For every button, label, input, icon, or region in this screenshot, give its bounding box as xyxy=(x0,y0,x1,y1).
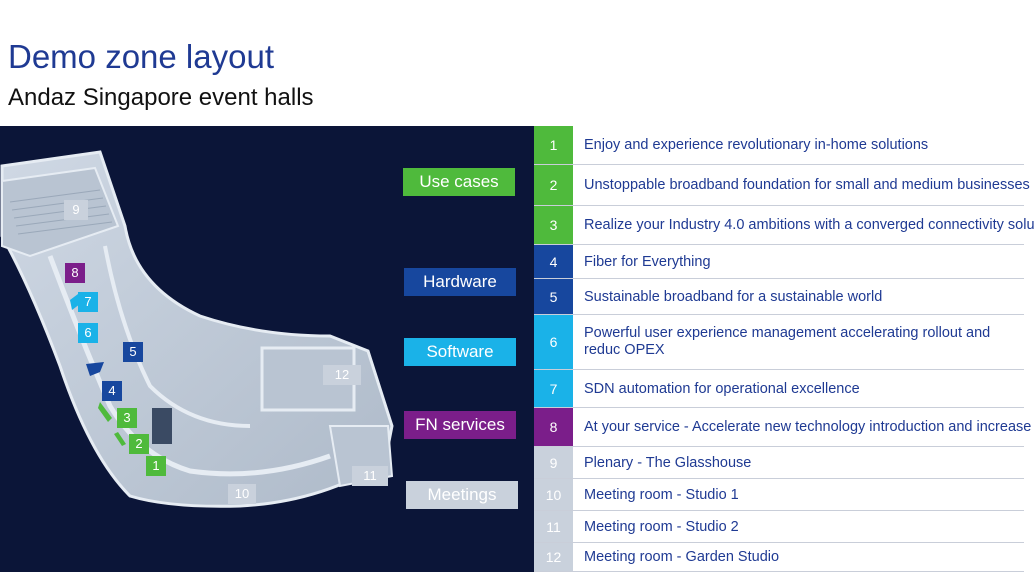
zone-row: 3 Realize your Industry 4.0 ambitions wi… xyxy=(534,206,1035,245)
floor-plan-drawing xyxy=(0,150,394,508)
zone-number: 1 xyxy=(534,126,573,164)
legend-fn-services: FN services xyxy=(404,411,516,439)
zone-row: 7 SDN automation for operational excelle… xyxy=(534,370,1024,408)
map-marker-2: 2 xyxy=(129,434,149,454)
legend-use-cases: Use cases xyxy=(403,168,515,196)
zone-number: 8 xyxy=(534,408,573,446)
zone-number: 12 xyxy=(534,543,573,571)
zone-description: Meeting room - Garden Studio xyxy=(584,549,780,565)
page-title: Demo zone layout xyxy=(8,38,274,75)
zone-number: 4 xyxy=(534,245,573,278)
zone-number: 5 xyxy=(534,279,573,314)
zone-description: Meeting room - Studio 2 xyxy=(584,518,739,535)
zone-number: 3 xyxy=(534,206,573,244)
zone-row: 10 Meeting room - Studio 1 xyxy=(534,479,1024,511)
zone-row: 1 Enjoy and experience revolutionary in-… xyxy=(534,126,1024,165)
zone-row: 11 Meeting room - Studio 2 xyxy=(534,511,1024,543)
zone-description: SDN automation for operational excellenc… xyxy=(584,380,860,397)
zone-row: 9 Plenary - The Glasshouse xyxy=(534,447,1024,479)
legend-hardware: Hardware xyxy=(404,268,516,296)
map-marker-4: 4 xyxy=(102,381,122,401)
zone-row: 4 Fiber for Everything xyxy=(534,245,1024,279)
zone-number: 2 xyxy=(534,165,573,205)
zone-description: Realize your Industry 4.0 ambitions with… xyxy=(584,217,1035,233)
zone-description: Powerful user experience management acce… xyxy=(584,325,991,358)
zone-number: 10 xyxy=(534,479,573,510)
map-room-11: 11 xyxy=(352,466,388,486)
floor-map: 8 7 6 5 4 3 2 1 9 10 11 12 Use cases Har… xyxy=(0,126,534,572)
zone-description: Unstoppable broadband foundation for sma… xyxy=(584,177,1030,193)
zone-number: 11 xyxy=(534,511,573,542)
zone-row: 5 Sustainable broadband for a sustainabl… xyxy=(534,279,1024,315)
map-room-12: 12 xyxy=(323,365,361,385)
map-marker-3: 3 xyxy=(117,408,137,428)
legend-meetings: Meetings xyxy=(406,481,518,509)
zone-row: 8 At your service - Accelerate new techn… xyxy=(534,408,1032,447)
page-subtitle: Andaz Singapore event halls xyxy=(8,84,314,111)
zone-description: Sustainable broadband for a sustainable … xyxy=(584,288,883,305)
zone-number: 9 xyxy=(534,447,573,478)
map-marker-7: 7 xyxy=(78,292,98,312)
legend-software: Software xyxy=(404,338,516,366)
map-room-9: 9 xyxy=(64,200,88,220)
zone-number: 6 xyxy=(534,315,573,369)
map-marker-5: 5 xyxy=(123,342,143,362)
zone-row: 6 Powerful user experience management ac… xyxy=(534,315,1024,370)
zone-description: Fiber for Everything xyxy=(584,253,711,270)
map-marker-1: 1 xyxy=(146,456,166,476)
zone-row: 2 Unstoppable broadband foundation for s… xyxy=(534,165,1030,206)
zone-number: 7 xyxy=(534,370,573,407)
zone-description: Meeting room - Studio 1 xyxy=(584,486,739,503)
zone-description: Enjoy and experience revolutionary in-ho… xyxy=(584,137,929,153)
map-room-10: 10 xyxy=(228,484,256,504)
zone-description: At your service - Accelerate new technol… xyxy=(584,419,1032,435)
map-marker-6: 6 xyxy=(78,323,98,343)
zone-row: 12 Meeting room - Garden Studio xyxy=(534,543,1024,572)
map-marker-8: 8 xyxy=(65,263,85,283)
zone-list: 1 Enjoy and experience revolutionary in-… xyxy=(534,126,1035,572)
zone-description: Plenary - The Glasshouse xyxy=(584,454,752,471)
